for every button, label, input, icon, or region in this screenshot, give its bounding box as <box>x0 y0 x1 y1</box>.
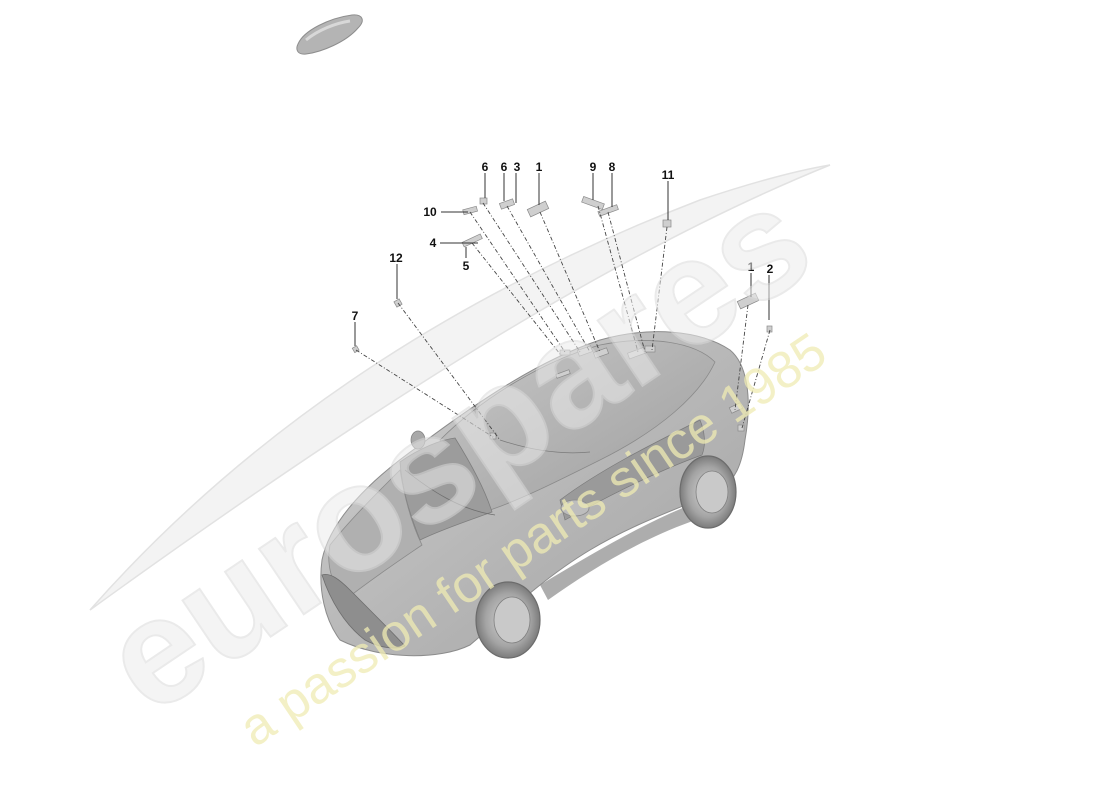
callout-labels: 7 12 4 5 10 6 6 3 1 9 8 11 1 2 <box>352 160 774 323</box>
callout-9: 9 <box>590 160 597 174</box>
callout-1: 1 <box>536 160 543 174</box>
callout-5: 5 <box>463 259 470 273</box>
callout-2: 2 <box>767 262 774 276</box>
callout-ticks <box>354 173 770 346</box>
callout-11: 11 <box>662 168 675 182</box>
vehicle-illustration <box>320 331 749 659</box>
callout-6: 6 <box>501 160 508 174</box>
callout-10: 10 <box>423 205 437 219</box>
watermark-swoosh <box>89 164 831 611</box>
callout-4: 4 <box>430 236 437 250</box>
callout-7: 7 <box>352 309 359 323</box>
callout-1: 1 <box>748 260 755 274</box>
leader-lines <box>355 202 771 441</box>
callout-3: 3 <box>514 160 521 174</box>
thumbnail-car <box>296 14 363 55</box>
callout-8: 8 <box>609 160 616 174</box>
callout-12: 12 <box>389 251 403 265</box>
callout-6: 6 <box>482 160 489 174</box>
